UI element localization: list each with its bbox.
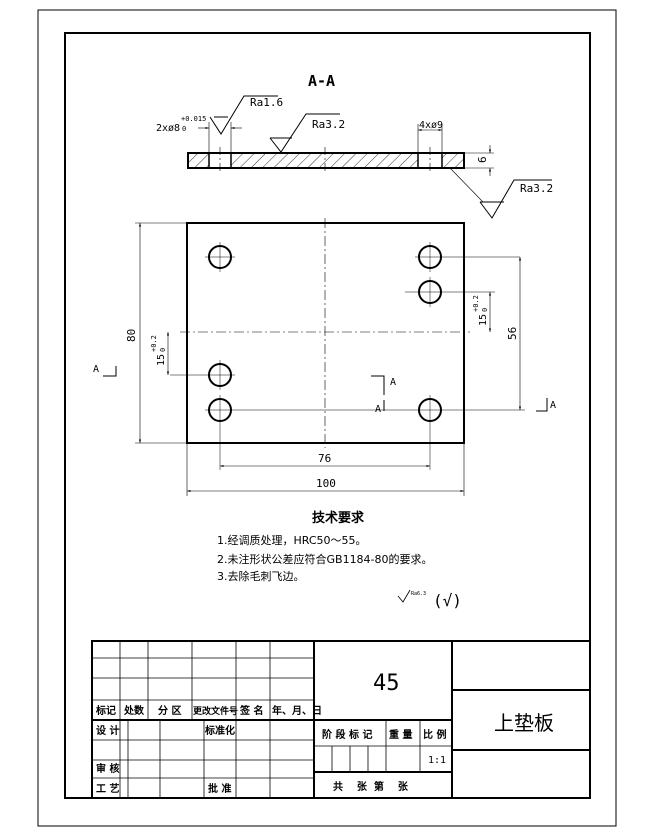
scale-value: 1:1	[428, 755, 446, 766]
general-roughness: Ra6.3	[411, 591, 426, 597]
section-marker-left: A	[93, 364, 99, 375]
row-approve: 批 准	[208, 782, 231, 795]
header-zone: 分 区	[158, 704, 181, 717]
header-count: 处数	[123, 704, 145, 717]
stage-mark: 阶 段 标 记	[322, 728, 372, 741]
general-roughness-symbol	[397, 589, 411, 603]
section-hole-right	[418, 154, 442, 167]
row-standard: 标准化	[204, 724, 235, 737]
hole-callout-small: 2xø8	[156, 123, 180, 134]
header-date: 年、月、日	[272, 704, 322, 717]
sheets: 共 张 第 张	[333, 780, 409, 793]
section-marker-mid-top: A	[390, 377, 396, 388]
tech-item-3: 3.去除毛刺飞边。	[217, 569, 305, 583]
offset-left-tol: +0.2	[150, 335, 158, 352]
header-change-doc: 更改文件号	[193, 705, 238, 717]
hole-spacing-x: 76	[318, 452, 331, 465]
scale-label: 比 例	[423, 728, 446, 741]
section-title: A-A	[308, 72, 335, 90]
section-view: A-A 2xø8 +0.015 0 Ra1.6 Ra3.2 4xø9	[156, 72, 553, 219]
header-sign: 签 名	[239, 704, 263, 717]
tech-item-2: 2.未注形状公差应符合GB1184-80的要求。	[217, 552, 433, 566]
roughness-top-mid: Ra3.2	[312, 118, 345, 131]
section-marker-right: A	[550, 400, 556, 411]
section-marker-mid-bottom: A	[375, 404, 381, 415]
inner-frame	[64, 32, 591, 799]
roughness-side: Ra3.2	[520, 182, 553, 195]
material: 45	[373, 671, 400, 696]
hole-callout-small-tol-lower: 0	[182, 125, 186, 133]
header-mark: 标记	[95, 704, 116, 717]
part-name: 上垫板	[494, 711, 554, 735]
hole-callout-large: 4xø9	[419, 120, 443, 131]
tech-title: 技术要求	[312, 510, 365, 526]
offset-left-tol-lower: 0	[159, 348, 167, 352]
height-dim: 80	[125, 329, 138, 342]
roughness-top-left: Ra1.6	[250, 96, 283, 109]
plate-outline	[186, 222, 465, 444]
roughness-symbol-top-mid	[269, 113, 340, 153]
offset-right-tol-lower: 0	[481, 308, 489, 312]
weight: 重 量	[389, 728, 412, 741]
section-hatch	[187, 152, 465, 169]
roughness-symbol-top-left	[209, 95, 278, 135]
general-roughness-suffix: (√)	[433, 591, 462, 610]
offset-right: 15	[478, 314, 489, 326]
row-design: 设 计	[96, 724, 119, 737]
tech-requirements: 技术要求 1.经调质处理，HRC50～55。 2.未注形状公差应符合GB1184…	[217, 510, 462, 610]
offset-left: 15	[156, 354, 167, 366]
row-review: 审 核	[96, 762, 119, 775]
offset-right-tol: +0.2	[472, 295, 480, 312]
title-block-text: 45 上垫板 标记 处数 分 区 更改文件号 签 名 年、月、日 设 计 标准化…	[95, 671, 554, 795]
thickness-dim: 6	[476, 156, 489, 163]
outer-border	[37, 9, 617, 827]
tech-item-1: 1.经调质处理，HRC50～55。	[217, 534, 367, 547]
row-process: 工 艺	[96, 782, 119, 795]
plan-view: 80 15 +0.2 0 56 15 +0.2 0 76 100 A A A A	[93, 218, 556, 496]
section-hole-left	[209, 154, 231, 167]
width-dim: 100	[316, 477, 336, 490]
hole-callout-small-tol: +0.015	[181, 115, 206, 123]
title-block	[91, 640, 591, 799]
roughness-symbol-side	[479, 179, 552, 219]
hole-spacing-y: 56	[506, 327, 519, 340]
